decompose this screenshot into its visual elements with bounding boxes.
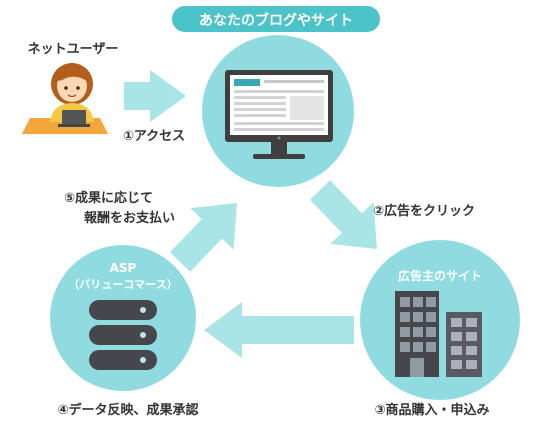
step5-label-line1: ⑤成果に応じて	[64, 190, 153, 206]
step1-label: ①アクセス	[123, 129, 185, 144]
user-icon	[22, 63, 108, 134]
arrow-ad-click	[309, 180, 377, 249]
advertiser-node: 広告主のサイト	[360, 240, 520, 400]
blog-site-node	[202, 35, 354, 187]
step3-label: ③商品購入・申込み	[374, 402, 489, 418]
step4-label: ④データ反映、成果承認	[57, 402, 198, 418]
title-pill: あなたのブログやサイト	[172, 6, 380, 32]
monitor-icon	[225, 70, 333, 159]
user-label: ネットユーザー	[28, 42, 119, 57]
asp-name: ASP	[110, 261, 137, 275]
step5-label-line2: 報酬をお支払い	[84, 210, 175, 226]
building-icon	[395, 291, 482, 377]
asp-subtitle: （バリューコマース）	[68, 278, 177, 291]
advertiser-label: 広告主のサイト	[398, 268, 482, 283]
title-pill-background	[172, 6, 380, 32]
net-user: ネットユーザー	[22, 42, 118, 134]
arrow-access	[124, 70, 186, 122]
database-icon	[89, 300, 157, 370]
page-title: あなたのブログやサイト	[199, 12, 353, 29]
arrow-purchase	[204, 302, 354, 358]
advertiser-circle	[360, 240, 520, 400]
step2-label: ②広告をクリック	[373, 203, 475, 219]
asp-node: ASP （バリューコマース）	[50, 245, 196, 391]
arrow-payment	[169, 203, 237, 272]
